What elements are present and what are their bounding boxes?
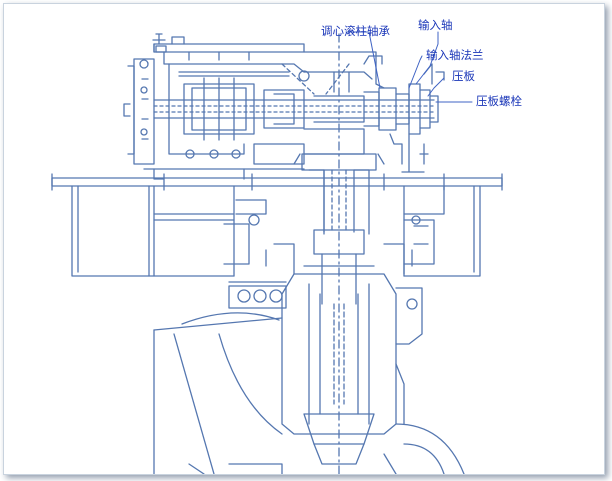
label-input-shaft-flange: 输入轴法兰 [426,48,484,62]
left-structure [71,185,267,277]
input-shaft-assembly [153,55,445,173]
label-pressure-plate-bolt: 压板螺栓 [476,94,522,108]
main-deck [51,173,503,191]
vertical-shaft [265,153,413,465]
figure-frame: 调心滚柱轴承 输入轴 输入轴法兰 压板 压板螺栓 [3,3,605,475]
right-structure [403,185,481,277]
leader-lines [345,31,473,103]
label-pressure-plate: 压板 [452,69,475,83]
lower-right-bracket [395,287,423,425]
label-self-aligning-roller-bearing: 调心滚柱轴承 [321,24,390,38]
lower-right-casing [383,423,465,474]
gearbox-cross-section-drawing [51,31,503,474]
label-input-shaft: 输入轴 [418,18,453,32]
gearbox-housing [123,33,377,180]
lower-left-casing [153,312,283,474]
lower-left-block [228,281,287,309]
gear-details [139,59,310,159]
